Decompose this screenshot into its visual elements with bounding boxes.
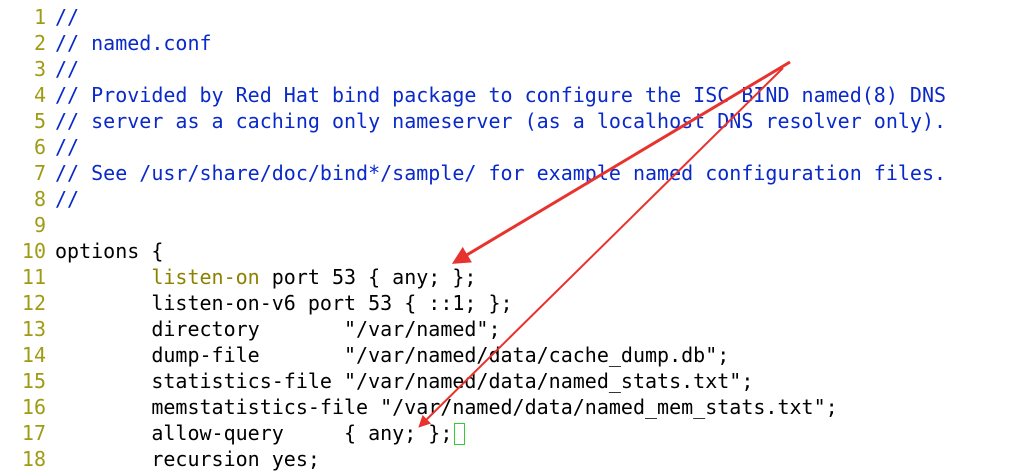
line-code: directory "/var/named";	[55, 316, 501, 342]
line-code: allow-query { any; };	[55, 420, 466, 446]
code-line[interactable]: 10 options {	[0, 238, 1024, 264]
code-line[interactable]: 12 listen-on-v6 port 53 { ::1; };	[0, 290, 1024, 316]
code-line[interactable]: 16 memstatistics-file "/var/named/data/n…	[0, 394, 1024, 420]
line-number: 8	[33, 187, 46, 211]
code-line[interactable]: 17 allow-query { any; };	[0, 420, 1024, 446]
comment-text: // named.conf	[55, 31, 212, 55]
code-line[interactable]: 5 // server as a caching only nameserver …	[0, 108, 1024, 134]
code-text: recursion yes;	[55, 447, 320, 471]
code-line[interactable]: 7 // See /usr/share/doc/bind*/sample/ for…	[0, 160, 1024, 186]
code-text: directory "/var/named";	[55, 317, 501, 341]
line-code: // Provided by Red Hat bind package to c…	[55, 82, 946, 108]
line-code: listen-on-v6 port 53 { ::1; };	[55, 290, 513, 316]
comment-text: // See /usr/share/doc/bind*/sample/ for …	[55, 161, 947, 185]
line-code: // See /usr/share/doc/bind*/sample/ for …	[55, 160, 946, 186]
code-text	[55, 265, 151, 289]
text-cursor	[454, 423, 466, 445]
line-code: // named.conf	[55, 30, 212, 56]
code-line[interactable]: 1 //	[0, 4, 1024, 30]
code-text: dump-file "/var/named/data/cache_dump.db…	[55, 343, 730, 367]
code-text: statistics-file "/var/named/data/named_s…	[55, 369, 754, 393]
code-text: port 53 { any; };	[259, 265, 477, 289]
line-code: listen-on port 53 { any; };	[55, 264, 476, 290]
code-line[interactable]: 8 //	[0, 186, 1024, 212]
line-number: 13	[21, 317, 46, 341]
line-number: 1	[33, 5, 46, 29]
line-number: 15	[21, 369, 46, 393]
line-number: 7	[33, 161, 46, 185]
comment-text: //	[55, 57, 80, 81]
line-code: memstatistics-file "/var/named/data/name…	[55, 394, 838, 420]
line-code: //	[55, 186, 79, 212]
code-line[interactable]: 14 dump-file "/var/named/data/cache_dump…	[0, 342, 1024, 368]
line-number: 17	[21, 421, 46, 445]
code-line[interactable]: 11 listen-on port 53 { any; };	[0, 264, 1024, 290]
line-number: 6	[33, 135, 46, 159]
code-text: listen-on-v6 port 53 { ::1; };	[55, 291, 513, 315]
line-number: 12	[21, 291, 46, 315]
comment-text: // server as a caching only nameserver (…	[55, 109, 947, 133]
line-code: statistics-file "/var/named/data/named_s…	[55, 368, 753, 394]
line-number: 2	[33, 31, 46, 55]
code-line[interactable]: 6 //	[0, 134, 1024, 160]
line-code: recursion yes;	[55, 446, 320, 472]
comment-text: // Provided by Red Hat bind package to c…	[55, 83, 947, 107]
code-line[interactable]: 9	[0, 212, 1024, 238]
code-line[interactable]: 4 // Provided by Red Hat bind package to …	[0, 82, 1024, 108]
line-code: //	[55, 134, 79, 160]
code-line[interactable]: 18 recursion yes;	[0, 446, 1024, 472]
code-text: allow-query { any; };	[55, 421, 453, 445]
line-code: options {	[55, 238, 163, 264]
line-number: 10	[21, 239, 46, 263]
code-line[interactable]: 13 directory "/var/named";	[0, 316, 1024, 342]
line-number: 16	[21, 395, 46, 419]
code-text: memstatistics-file "/var/named/data/name…	[55, 395, 838, 419]
line-number: 4	[33, 83, 46, 107]
comment-text: //	[55, 135, 80, 159]
line-number: 18	[21, 447, 46, 471]
keyword-text: listen-on	[151, 265, 260, 289]
code-line[interactable]: 3 //	[0, 56, 1024, 82]
comment-text: //	[55, 5, 80, 29]
line-number: 3	[33, 57, 46, 81]
line-number: 14	[21, 343, 46, 367]
line-code: //	[55, 56, 79, 82]
code-line[interactable]: 2 // named.conf	[0, 30, 1024, 56]
code-line[interactable]: 15 statistics-file "/var/named/data/name…	[0, 368, 1024, 394]
line-number: 5	[33, 109, 46, 133]
line-code: //	[55, 4, 79, 30]
line-number: 11	[21, 265, 46, 289]
line-number: 9	[33, 213, 46, 237]
line-code: // server as a caching only nameserver (…	[55, 108, 946, 134]
line-code: dump-file "/var/named/data/cache_dump.db…	[55, 342, 729, 368]
code-text: options {	[55, 239, 164, 263]
comment-text: //	[55, 187, 80, 211]
